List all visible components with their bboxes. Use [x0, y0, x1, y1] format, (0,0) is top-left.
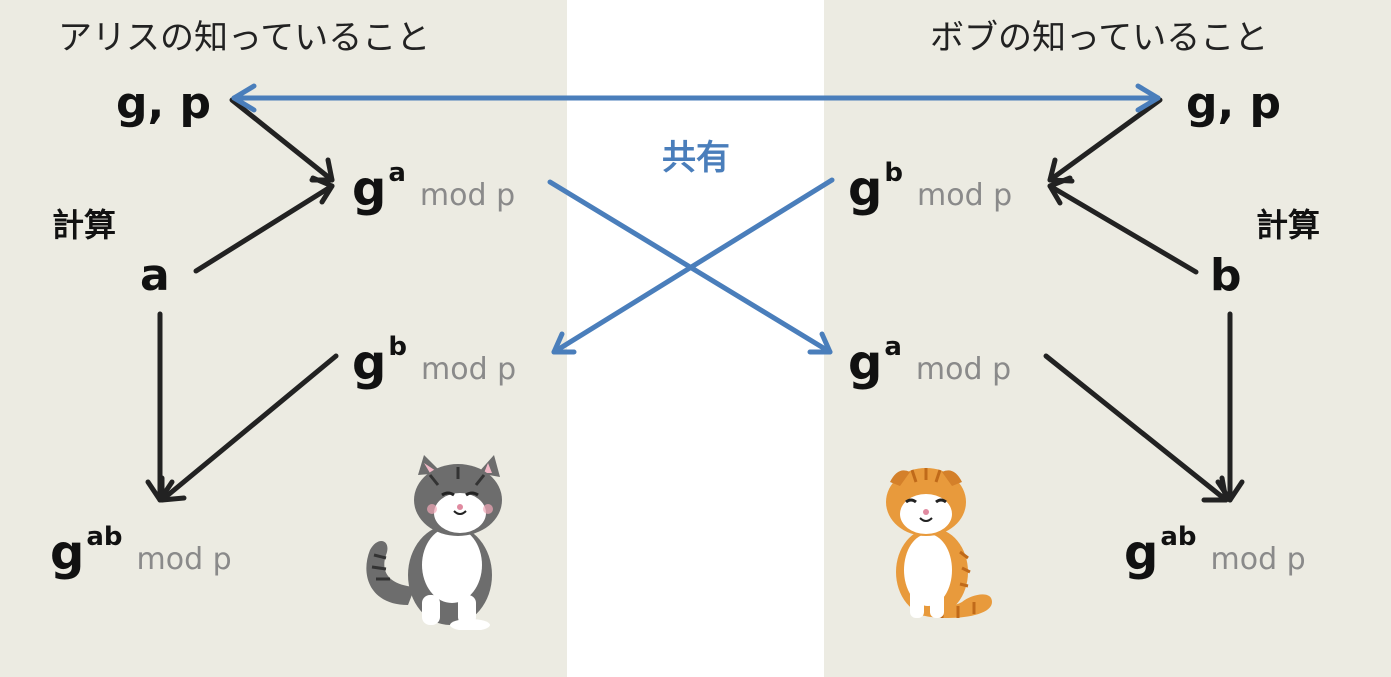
bob-secret: b	[1210, 250, 1242, 301]
bob-sent-exponent: b	[884, 158, 903, 188]
alice-key-mod: mod p	[136, 542, 232, 577]
bob-received-base: g	[848, 335, 883, 391]
alice-shared-key: gabmod p	[50, 524, 232, 577]
alice-sent-exponent: a	[388, 158, 406, 188]
bob-sent-mod: mod p	[916, 178, 1013, 213]
bob-title: ボブの知っていること	[930, 18, 1269, 58]
alice-sent-base: g	[352, 161, 387, 217]
bob-sent-base: g	[848, 161, 883, 217]
bob-compute-label: 計算	[1256, 206, 1321, 244]
arrow-bob-ga-to-key	[1043, 353, 1229, 503]
arrowhead-bob-b-to-gb	[1047, 175, 1073, 206]
alice-public-params: g, p	[116, 78, 212, 129]
arrow-alice-gb-to-key	[159, 353, 339, 503]
alice-received-exponent: b	[388, 332, 407, 362]
bob-sent-value: gbmod p	[848, 160, 1012, 213]
alice-key-base: g	[50, 525, 85, 581]
bob-received-value: gamod p	[848, 334, 1011, 387]
arrowhead-alice-gb-to-key	[159, 475, 187, 503]
bob-received-mod: mod p	[915, 352, 1012, 387]
arrowhead-shared-params-right	[1135, 83, 1161, 113]
arrow-send-gb-to-alice	[551, 177, 835, 355]
arrowhead-alice-a-to-ga	[310, 175, 335, 205]
alice-received-base: g	[352, 335, 387, 391]
arrowhead-bob-ga-to-key	[1201, 475, 1229, 503]
gray-cat-icon	[366, 455, 502, 630]
alice-sent-value: gamod p	[352, 160, 515, 213]
arrow-bob-b-to-gb	[1047, 183, 1199, 275]
alice-sent-mod: mod p	[419, 178, 516, 213]
arrowhead-send-ga-to-bob	[807, 331, 833, 355]
alice-title: アリスの知っていること	[58, 18, 431, 58]
arrowhead-shared-params-left	[231, 83, 257, 113]
bob-public-params: g, p	[1186, 78, 1282, 129]
alice-received-mod: mod p	[420, 352, 517, 387]
alice-received-value: gbmod p	[352, 334, 516, 387]
bob-key-base: g	[1124, 525, 1159, 581]
orange-cat-icon	[886, 468, 992, 618]
arrow-alice-params-to-ga	[229, 97, 335, 183]
bob-key-mod: mod p	[1210, 542, 1306, 577]
bob-received-exponent: a	[884, 332, 902, 362]
alice-secret: a	[140, 250, 170, 301]
alice-key-exponent: ab	[86, 522, 123, 552]
bob-shared-key: gabmod p	[1124, 524, 1306, 577]
shared-label: 共有	[662, 138, 730, 178]
arrow-bob-params-to-gb	[1047, 97, 1163, 183]
alice-compute-label: 計算	[52, 206, 117, 244]
bob-key-exponent: ab	[1160, 522, 1197, 552]
arrow-alice-a-to-ga	[193, 183, 335, 274]
arrowhead-send-gb-to-alice	[551, 331, 577, 355]
